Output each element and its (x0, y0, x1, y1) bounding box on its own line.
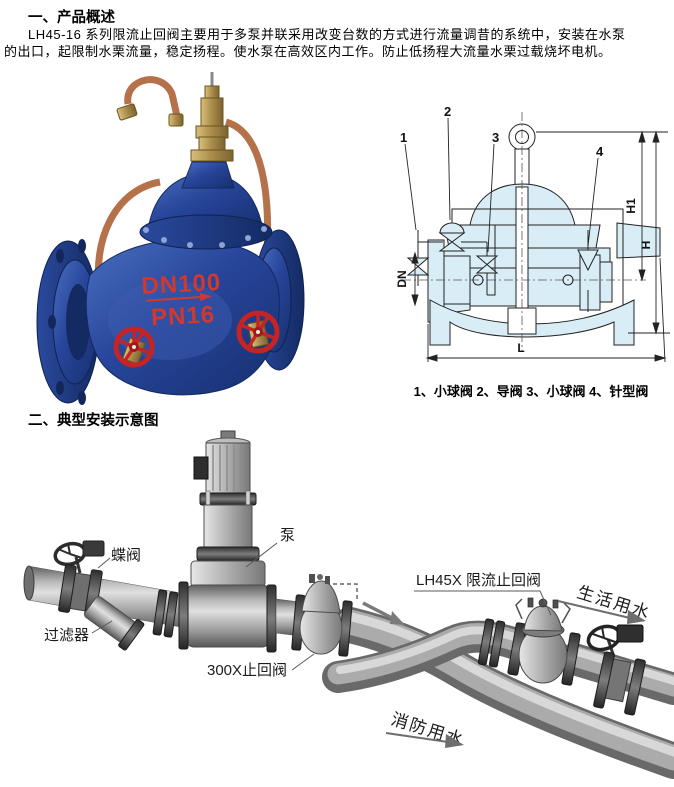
left-flange-bore (66, 284, 90, 360)
centerlines (402, 112, 646, 352)
label-check-valve-300x: 300X止回阀 (207, 662, 287, 679)
leader-lines (91, 542, 552, 671)
label-strainer: 过滤器 (44, 627, 89, 644)
fire-water-pipe (332, 607, 674, 779)
bonnet-flange (139, 214, 273, 250)
check-valve-300x (291, 574, 358, 657)
dim-dn: DN (395, 270, 409, 287)
callout-1: 1 (400, 130, 407, 145)
pilot-circuit (406, 208, 624, 312)
seat-bolts (472, 274, 574, 286)
left-handwheel (113, 326, 155, 368)
label-lh45x-valve: LH45X 限流止回阀 (416, 572, 541, 589)
butterfly-valve-right (586, 624, 646, 716)
callout-4: 4 (596, 144, 604, 159)
diagram-caption: 1、小球阀 2、导阀 3、小球阀 4、针型阀 (413, 384, 649, 399)
label-pump: 泵 (280, 527, 295, 544)
section2-heading: 二、典型安装示意图 (28, 413, 159, 429)
fire-water-callout: 消防用水 (385, 710, 467, 750)
marking-pn16: PN16 (150, 301, 215, 331)
dim-l: L (517, 341, 524, 355)
label-butterfly-valve: 蝶阀 (111, 547, 141, 564)
domestic-water-callout: 生活用水 (557, 583, 653, 624)
section1-heading: 一、产品概述 (28, 10, 115, 26)
left-flange-bolt-holes (48, 239, 86, 405)
dim-h: H (639, 241, 653, 250)
callout-3: 3 (492, 130, 499, 145)
technical-diagram: 1 2 3 4 H1 H DN L (395, 104, 670, 363)
bonnet-bolts (143, 226, 267, 248)
dimension-lines (411, 130, 670, 363)
callout-leaders (404, 117, 599, 253)
right-handwheel (236, 310, 280, 354)
marking-dn100: DN100 (141, 269, 222, 300)
paragraph-line-2: 的出口，起限制水栗流量，稳定扬程。使水泵在高效区内工作。防止低扬程大流量水栗过载… (4, 44, 612, 59)
flange-pair (152, 589, 179, 638)
label-domestic-water: 生活用水 (575, 583, 653, 623)
paragraph-line-1: LH45-16 系列限流止回阀主要用于多泵并联采用改变台数的方式进行流量调昔的系… (28, 27, 626, 42)
dim-h1: H1 (624, 198, 638, 214)
strainer (84, 596, 145, 651)
butterfly-valve-left (53, 540, 105, 618)
callout-2: 2 (444, 104, 451, 119)
bonnet-neck (181, 161, 235, 189)
body-marking: DN100 PN16 (141, 269, 222, 332)
flow-arrow (362, 601, 405, 625)
installation-diagram: 蝶阀 泵 过滤器 300X止回阀 LH45X 限流止回阀 生活用水 消防用水 (23, 430, 674, 779)
pump (178, 430, 277, 653)
product-photo: DN100 PN16 (36, 72, 305, 405)
lh45x-valve (507, 597, 581, 686)
